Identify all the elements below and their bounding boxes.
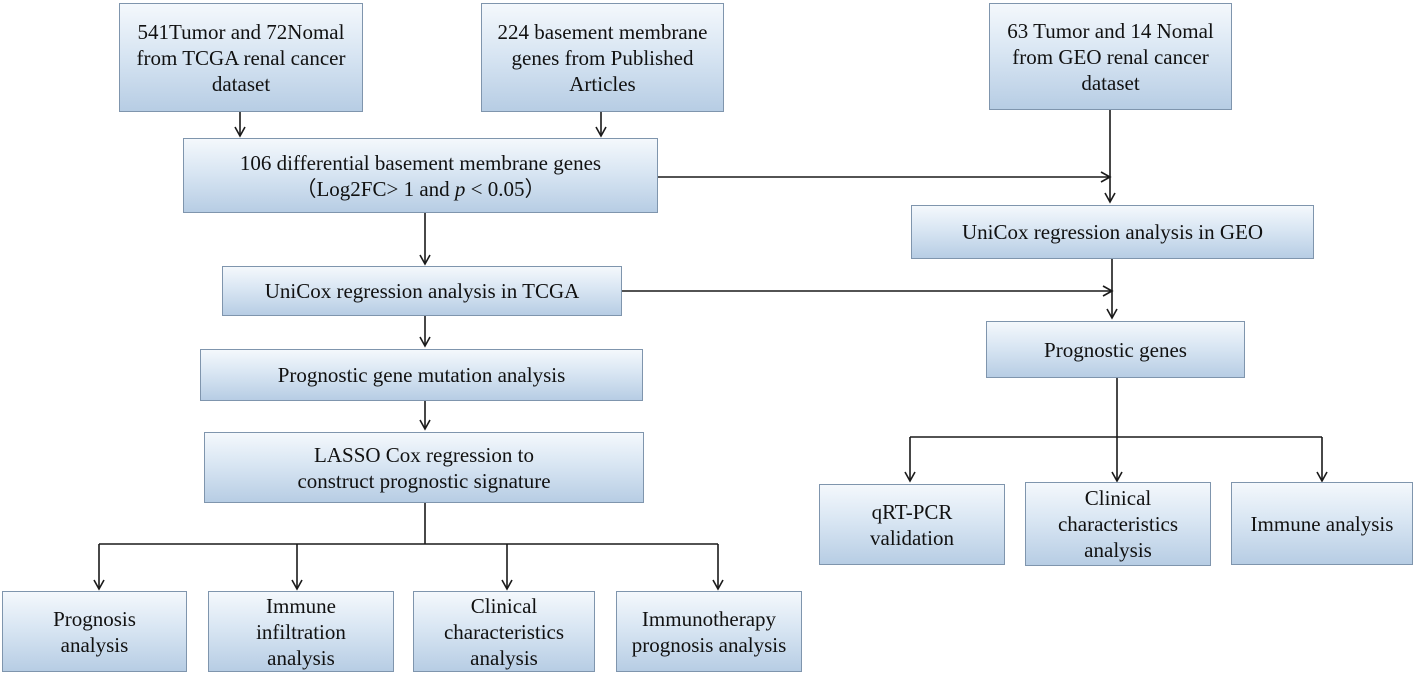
clinical-left-line1: Clinical bbox=[470, 593, 538, 618]
bm-genes-source-text: 224 basement membrane genes from Publish… bbox=[497, 19, 708, 96]
differential-genes-box: 106 differential basement membrane genes… bbox=[183, 138, 658, 213]
prognostic-genes-text: Prognostic genes bbox=[1044, 337, 1187, 362]
tcga-source-text: 541Tumor and 72Nomal from TCGA renal can… bbox=[136, 19, 346, 96]
immunotherapy-line2: prognosis analysis bbox=[631, 632, 787, 657]
unicox-geo-text: UniCox regression analysis in GEO bbox=[962, 220, 1263, 244]
qrt-pcr-line1: qRT-PCR bbox=[871, 499, 953, 524]
clinical-left-box: Clinical characteristics analysis bbox=[413, 591, 595, 672]
clinical-right-line2: characteristics bbox=[1057, 512, 1179, 536]
clinical-right-line3: analysis bbox=[1084, 538, 1152, 562]
prognostic-genes-box: Prognostic genes bbox=[986, 321, 1245, 378]
lasso-line2: construct prognostic signature bbox=[297, 468, 551, 493]
criteria-prefix: （Log2FC> 1 and bbox=[295, 176, 455, 201]
geo-source-text: 63 Tumor and 14 Nomal from GEO renal can… bbox=[1007, 18, 1214, 95]
qrt-pcr-box: qRT-PCR validation bbox=[819, 484, 1005, 565]
qrt-pcr-line2: validation bbox=[870, 525, 954, 550]
lasso-line1: LASSO Cox regression to bbox=[314, 442, 534, 467]
immune-infiltration-line3: analysis bbox=[267, 645, 335, 670]
immune-infiltration-line2: infiltration bbox=[256, 619, 346, 644]
immunotherapy-box: Immunotherapy prognosis analysis bbox=[616, 591, 802, 672]
criteria-suffix: < 0.05） bbox=[465, 176, 546, 201]
immune-infiltration-line1: Immune bbox=[266, 593, 336, 618]
unicox-geo-box: UniCox regression analysis in GEO bbox=[911, 205, 1314, 259]
differential-genes-line1: 106 differential basement membrane genes bbox=[239, 150, 602, 175]
clinical-left-line2: characteristics bbox=[443, 619, 565, 644]
bm-genes-source-box: 224 basement membrane genes from Publish… bbox=[481, 3, 724, 112]
tcga-source-box: 541Tumor and 72Nomal from TCGA renal can… bbox=[119, 3, 363, 112]
clinical-left-line3: analysis bbox=[470, 645, 538, 670]
prognosis-line1: Prognosis bbox=[53, 606, 136, 631]
unicox-tcga-box: UniCox regression analysis in TCGA bbox=[222, 266, 622, 316]
clinical-right-box: Clinical characteristics analysis bbox=[1025, 482, 1211, 566]
clinical-right-line1: Clinical bbox=[1084, 486, 1152, 510]
differential-genes-criteria: （Log2FC> 1 and p < 0.05） bbox=[240, 176, 601, 202]
unicox-tcga-text: UniCox regression analysis in TCGA bbox=[264, 279, 580, 303]
immune-right-box: Immune analysis bbox=[1231, 482, 1413, 565]
immune-right-text: Immune analysis bbox=[1250, 511, 1394, 536]
geo-source-box: 63 Tumor and 14 Nomal from GEO renal can… bbox=[989, 3, 1232, 110]
criteria-p-symbol: p bbox=[454, 176, 466, 201]
prognosis-line2: analysis bbox=[60, 632, 129, 657]
immune-infiltration-box: Immune infiltration analysis bbox=[208, 591, 394, 672]
immunotherapy-line1: Immunotherapy bbox=[641, 606, 777, 631]
prognosis-analysis-box: Prognosis analysis bbox=[2, 591, 187, 672]
lasso-signature-box: LASSO Cox regression to construct progno… bbox=[204, 432, 644, 503]
mutation-analysis-text: Prognostic gene mutation analysis bbox=[277, 363, 566, 387]
mutation-analysis-box: Prognostic gene mutation analysis bbox=[200, 349, 643, 401]
